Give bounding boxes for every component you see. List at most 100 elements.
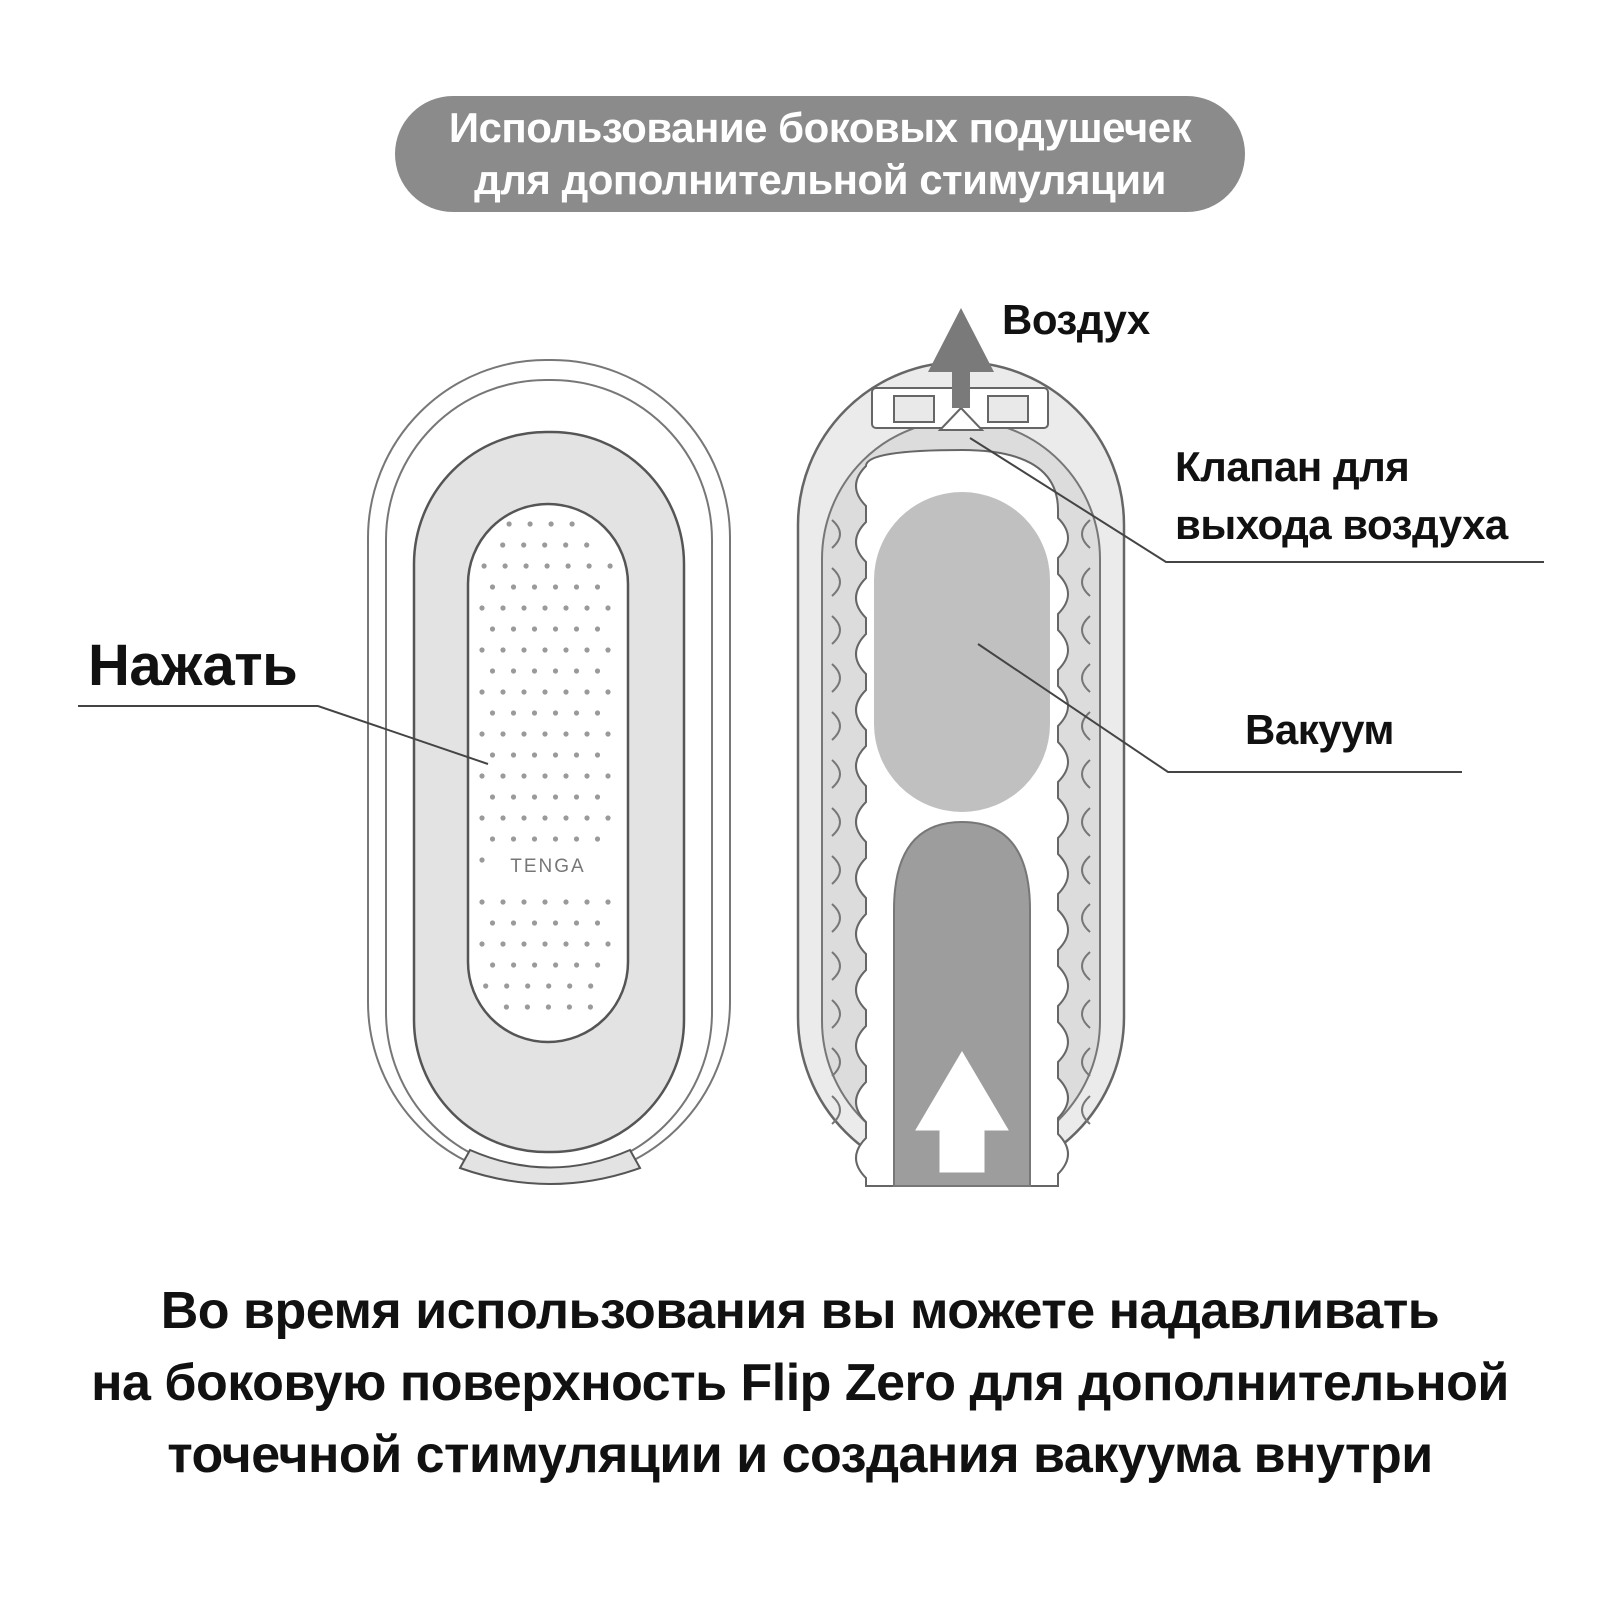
pad-dot [605, 605, 611, 611]
device-exterior: TENGA [367, 359, 731, 1185]
pad-dot [544, 563, 550, 569]
pad-dot [500, 647, 506, 653]
pad-dot [553, 962, 559, 968]
pad-dot [552, 920, 559, 926]
pad-dot [489, 920, 496, 926]
pad-dot [500, 941, 506, 947]
pad-dot [548, 521, 554, 527]
pad-dot [521, 647, 527, 653]
pad-dot [605, 815, 611, 821]
pad-dot [573, 752, 580, 758]
pad-dot [552, 626, 559, 632]
label-valve-line: выхода воздуха [1175, 501, 1508, 548]
pad-dot [594, 710, 601, 716]
pad-dot [481, 563, 487, 569]
pad-dot [563, 815, 569, 821]
pad-dot [479, 689, 485, 695]
pad-dot [521, 731, 527, 737]
pad-dot [573, 668, 580, 674]
pad-dot [531, 794, 538, 800]
rib [831, 1047, 841, 1077]
pad-dot [531, 836, 538, 842]
rib [831, 903, 841, 933]
label-vacuum: Вакуум [1245, 706, 1394, 753]
pad-dot [594, 752, 601, 758]
pad-dot [542, 815, 548, 821]
pad-dot [605, 899, 611, 905]
pad-dot [500, 815, 506, 821]
pad-dot [594, 794, 601, 800]
rib [831, 567, 841, 597]
pad-dot [605, 647, 611, 653]
section-side-ribs [831, 519, 1091, 1125]
brand-logo: TENGA [510, 856, 585, 877]
pad-dot [542, 731, 548, 737]
rib [831, 1095, 841, 1125]
pad-dot [504, 983, 510, 989]
pad-dot [525, 983, 531, 989]
caption-text: Во время использования вы можете надавли… [40, 1275, 1560, 1491]
pad-dot [605, 689, 611, 695]
pad-dot [584, 605, 590, 611]
pad-dot [500, 773, 506, 779]
pad-dot [586, 563, 592, 569]
pad-dot [573, 584, 580, 590]
rib [1081, 903, 1091, 933]
rib [831, 759, 841, 789]
pad-dot [523, 563, 529, 569]
pad-dot [479, 899, 485, 905]
rib [1081, 663, 1091, 693]
pad-dot [521, 773, 527, 779]
device-base-lip [458, 1148, 642, 1185]
rib [831, 663, 841, 693]
pad-dot [584, 773, 590, 779]
pad-dot [563, 773, 569, 779]
pad-dot [531, 668, 538, 674]
pad-dot [510, 962, 517, 968]
pad-dot [506, 521, 512, 527]
inserted-body [893, 820, 1031, 1187]
pad-dot [521, 689, 527, 695]
pad-dot [584, 815, 590, 821]
leader-vacuum [977, 643, 1462, 773]
pad-dot [479, 605, 485, 611]
pad-dot [521, 542, 527, 548]
pad-dot [490, 962, 496, 968]
pad-dot [588, 983, 594, 989]
pad-dot [510, 584, 517, 590]
pad-dot [569, 521, 575, 527]
label-valve: Клапан для выхода воздуха [1175, 438, 1508, 554]
pad-dot [510, 920, 517, 926]
rib [1081, 759, 1091, 789]
caption-line: точечной стимуляции и создания вакуума в… [167, 1426, 1433, 1484]
pad-dot [479, 857, 485, 863]
pad-dot [531, 584, 538, 590]
pad-dot [566, 1004, 573, 1010]
pad-dot [489, 752, 496, 758]
pad-dot [574, 962, 580, 968]
rib [831, 855, 841, 885]
pad-dot [563, 689, 569, 695]
rib [1081, 855, 1091, 885]
pad-dot [524, 1004, 531, 1010]
pad-dot [573, 626, 580, 632]
pad-dot [542, 689, 548, 695]
pad-dot [552, 752, 559, 758]
pad-dot [479, 773, 485, 779]
label-press: Нажать [88, 633, 298, 698]
pad-dot [500, 689, 506, 695]
pad-dot [500, 542, 506, 548]
pad-dot [545, 1004, 552, 1010]
pad-dot [546, 983, 552, 989]
pad-dot [594, 920, 601, 926]
pad-dot [489, 626, 496, 632]
pad-dot [542, 647, 548, 653]
pad-dot [584, 542, 590, 548]
pad-dot [605, 731, 611, 737]
pad-dot [479, 941, 485, 947]
pad-dot [521, 899, 527, 905]
pad-dot [573, 920, 580, 926]
pad-dot [542, 899, 548, 905]
pad-dot [527, 521, 533, 527]
